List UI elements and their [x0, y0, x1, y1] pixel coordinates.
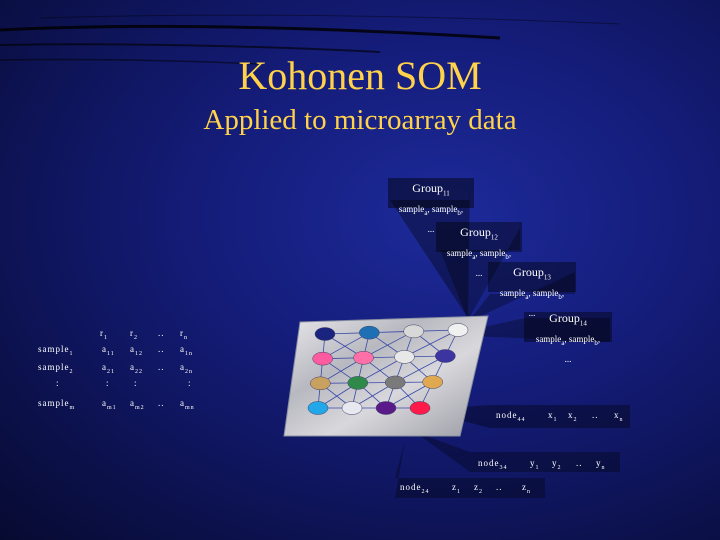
node-value: zn — [522, 482, 531, 495]
node-label: node44 — [496, 410, 526, 423]
grid-edge — [404, 329, 459, 358]
som-node-13 — [403, 324, 424, 339]
grid-edge — [395, 355, 446, 383]
som-node-41 — [307, 401, 329, 415]
group-13-samples: samplea, sampleb, ... — [499, 288, 565, 319]
matrix-row-label-m: samplem — [38, 398, 76, 411]
callout-group-14: Group14 samplea, sampleb, ... — [524, 308, 612, 369]
som-node-31 — [310, 376, 331, 391]
matrix-row-label-2: sample2 — [38, 362, 74, 375]
som-node-21 — [312, 351, 333, 366]
callout-box-13 — [488, 262, 576, 292]
som-node-11 — [314, 327, 336, 341]
node-value: .. — [592, 410, 599, 420]
matrix-cell: a2n — [180, 362, 193, 375]
callout-box-11 — [388, 178, 474, 208]
callout-group-13: Group13 samplea, sampleb, ... — [488, 262, 576, 323]
decorative-swoosh — [0, 14, 621, 65]
node-value: xn — [614, 410, 624, 423]
matrix-header-2: r2 — [130, 328, 138, 341]
matrix-row-label-dots: : — [56, 378, 60, 388]
callout-group-12: Group12 samplea, sampleb, ... — [436, 222, 522, 283]
node-value: .. — [576, 458, 583, 468]
callout-box-12 — [436, 222, 522, 252]
som-node-33 — [384, 375, 406, 390]
node-value: y1 — [530, 458, 540, 471]
callout-beam-14 — [470, 318, 610, 342]
som-node-43 — [375, 401, 397, 415]
matrix-header-ellipsis: .. — [158, 328, 165, 338]
node-value: .. — [496, 482, 503, 492]
slide-title: Kohonen SOM — [238, 53, 482, 98]
matrix-cell: amn — [180, 398, 195, 411]
node-beam-44 — [420, 405, 630, 428]
node-value: x2 — [568, 410, 578, 423]
matrix-cell: a22 — [130, 362, 143, 375]
node-label: node34 — [478, 458, 508, 471]
matrix-header-1: r1 — [100, 328, 108, 341]
group-11-samples: samplea, sampleb, ... — [398, 204, 464, 235]
som-node-22 — [353, 351, 374, 365]
group-13-label: Group13 — [513, 265, 551, 282]
node-value: y2 — [552, 458, 562, 471]
som-node-23 — [394, 350, 415, 364]
matrix-cell: .. — [158, 398, 165, 408]
group-14-label: Group14 — [549, 311, 587, 328]
matrix-cell: am2 — [130, 398, 145, 411]
matrix-cell: .. — [158, 344, 165, 354]
group-12-label: Group12 — [460, 225, 498, 242]
callout-beam-12 — [440, 228, 520, 320]
node-beam-24 — [395, 440, 545, 498]
callout-beam-11 — [390, 182, 470, 318]
node-value: z1 — [452, 482, 461, 495]
node-value: z2 — [474, 482, 483, 495]
matrix-cell: am1 — [102, 398, 117, 411]
matrix-cell: : — [134, 378, 138, 388]
som-node-44 — [409, 401, 431, 415]
som-node-24 — [435, 349, 456, 363]
node-beam-34 — [415, 432, 620, 472]
matrix-cell: : — [188, 378, 192, 388]
matrix-row-label-1: sample1 — [38, 344, 74, 357]
matrix-cell: .. — [158, 362, 165, 372]
matrix-cell: : — [106, 378, 110, 388]
callout-group-11: Group11 samplea, sampleb, ... — [388, 178, 474, 239]
matrix-header-n: rn — [180, 328, 188, 341]
som-node-32 — [347, 376, 369, 390]
grid-edge — [363, 330, 414, 359]
node-value: x1 — [548, 410, 558, 423]
group-11-label: Group11 — [412, 181, 450, 198]
som-grid-nodes — [307, 323, 469, 415]
matrix-cell: a12 — [130, 344, 143, 357]
slide-subtitle: Applied to microarray data — [203, 104, 517, 136]
som-node-34 — [422, 375, 443, 389]
som-node-42 — [341, 401, 363, 415]
som-grid-card — [283, 315, 489, 437]
som-node-14 — [447, 323, 469, 337]
matrix-cell: a21 — [102, 362, 115, 375]
som-node-12 — [359, 325, 380, 340]
node-value: yn — [596, 458, 606, 471]
group-12-samples: samplea, sampleb, ... — [446, 248, 512, 279]
node-label: node24 — [400, 482, 430, 495]
callout-beam-13 — [468, 272, 575, 322]
matrix-cell: a1n — [180, 344, 193, 357]
callout-box-14 — [524, 312, 612, 342]
group-14-samples: samplea, sampleb, ... — [535, 334, 601, 365]
matrix-cell: a11 — [102, 344, 115, 357]
